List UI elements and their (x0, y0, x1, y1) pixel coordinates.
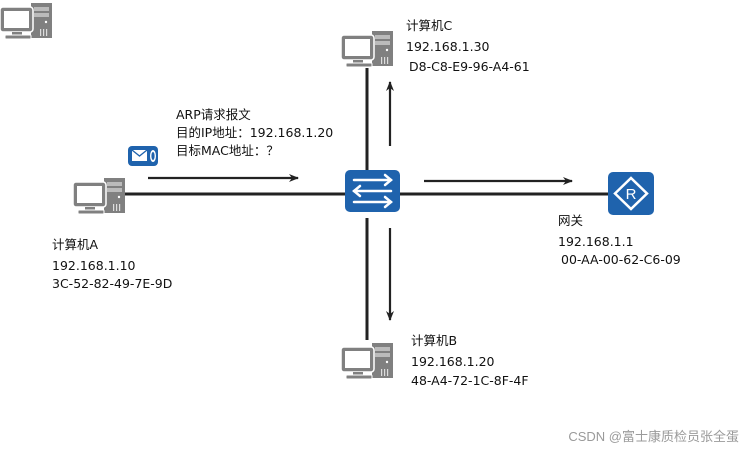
computer-icon (0, 3, 52, 40)
computer-a-ip: 192.168.1.10 (52, 258, 136, 273)
computer-b-icon (340, 339, 394, 380)
arp-target-mac: 目标MAC地址：？ (176, 143, 279, 158)
computer-b-ip: 192.168.1.20 (411, 354, 495, 369)
gateway-ip: 192.168.1.1 (558, 234, 634, 249)
arp-request-title: ARP请求报文 (176, 107, 251, 122)
computer-c-ip: 192.168.1.30 (406, 39, 490, 54)
switch-icon (345, 170, 400, 212)
message-icon (128, 146, 158, 166)
computer-a-mac: 3C-52-82-49-7E-9D (52, 276, 173, 291)
watermark: CSDN @富士康质检员张全蛋 (568, 429, 739, 444)
router-icon: R (608, 172, 654, 215)
arp-target-ip: 目的IP地址：192.168.1.20 (176, 125, 334, 140)
computer-c-name: 计算机C (406, 18, 453, 33)
computer-c-icon (340, 27, 394, 68)
computer-b-name: 计算机B (411, 333, 458, 348)
svg-text:R: R (626, 186, 637, 203)
computer-c-mac: D8-C8-E9-96-A4-61 (409, 59, 530, 74)
computer-b-mac: 48-A4-72-1C-8F-4F (411, 373, 529, 388)
computer-a-icon (72, 174, 126, 215)
gateway-mac: 00-AA-00-62-C6-09 (561, 252, 681, 267)
gateway-name: 网关 (558, 213, 584, 228)
computer-a-name: 计算机A (52, 237, 99, 252)
